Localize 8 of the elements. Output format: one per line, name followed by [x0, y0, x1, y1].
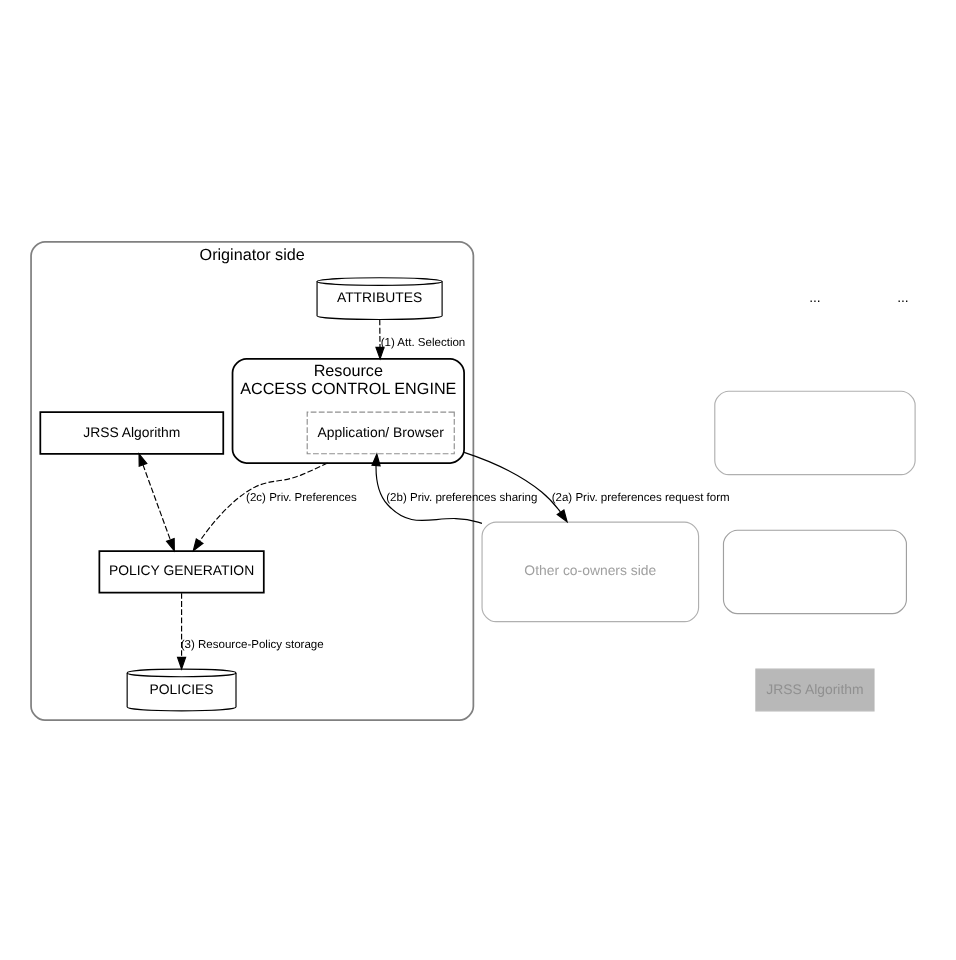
arrow: [371, 451, 483, 523]
node-box: [722, 528, 907, 614]
arrow: [176, 591, 187, 670]
arrow: [192, 461, 329, 552]
arrow: [138, 451, 175, 552]
arrow: [375, 318, 385, 360]
node-box: [714, 389, 916, 475]
arrow: [463, 450, 569, 523]
